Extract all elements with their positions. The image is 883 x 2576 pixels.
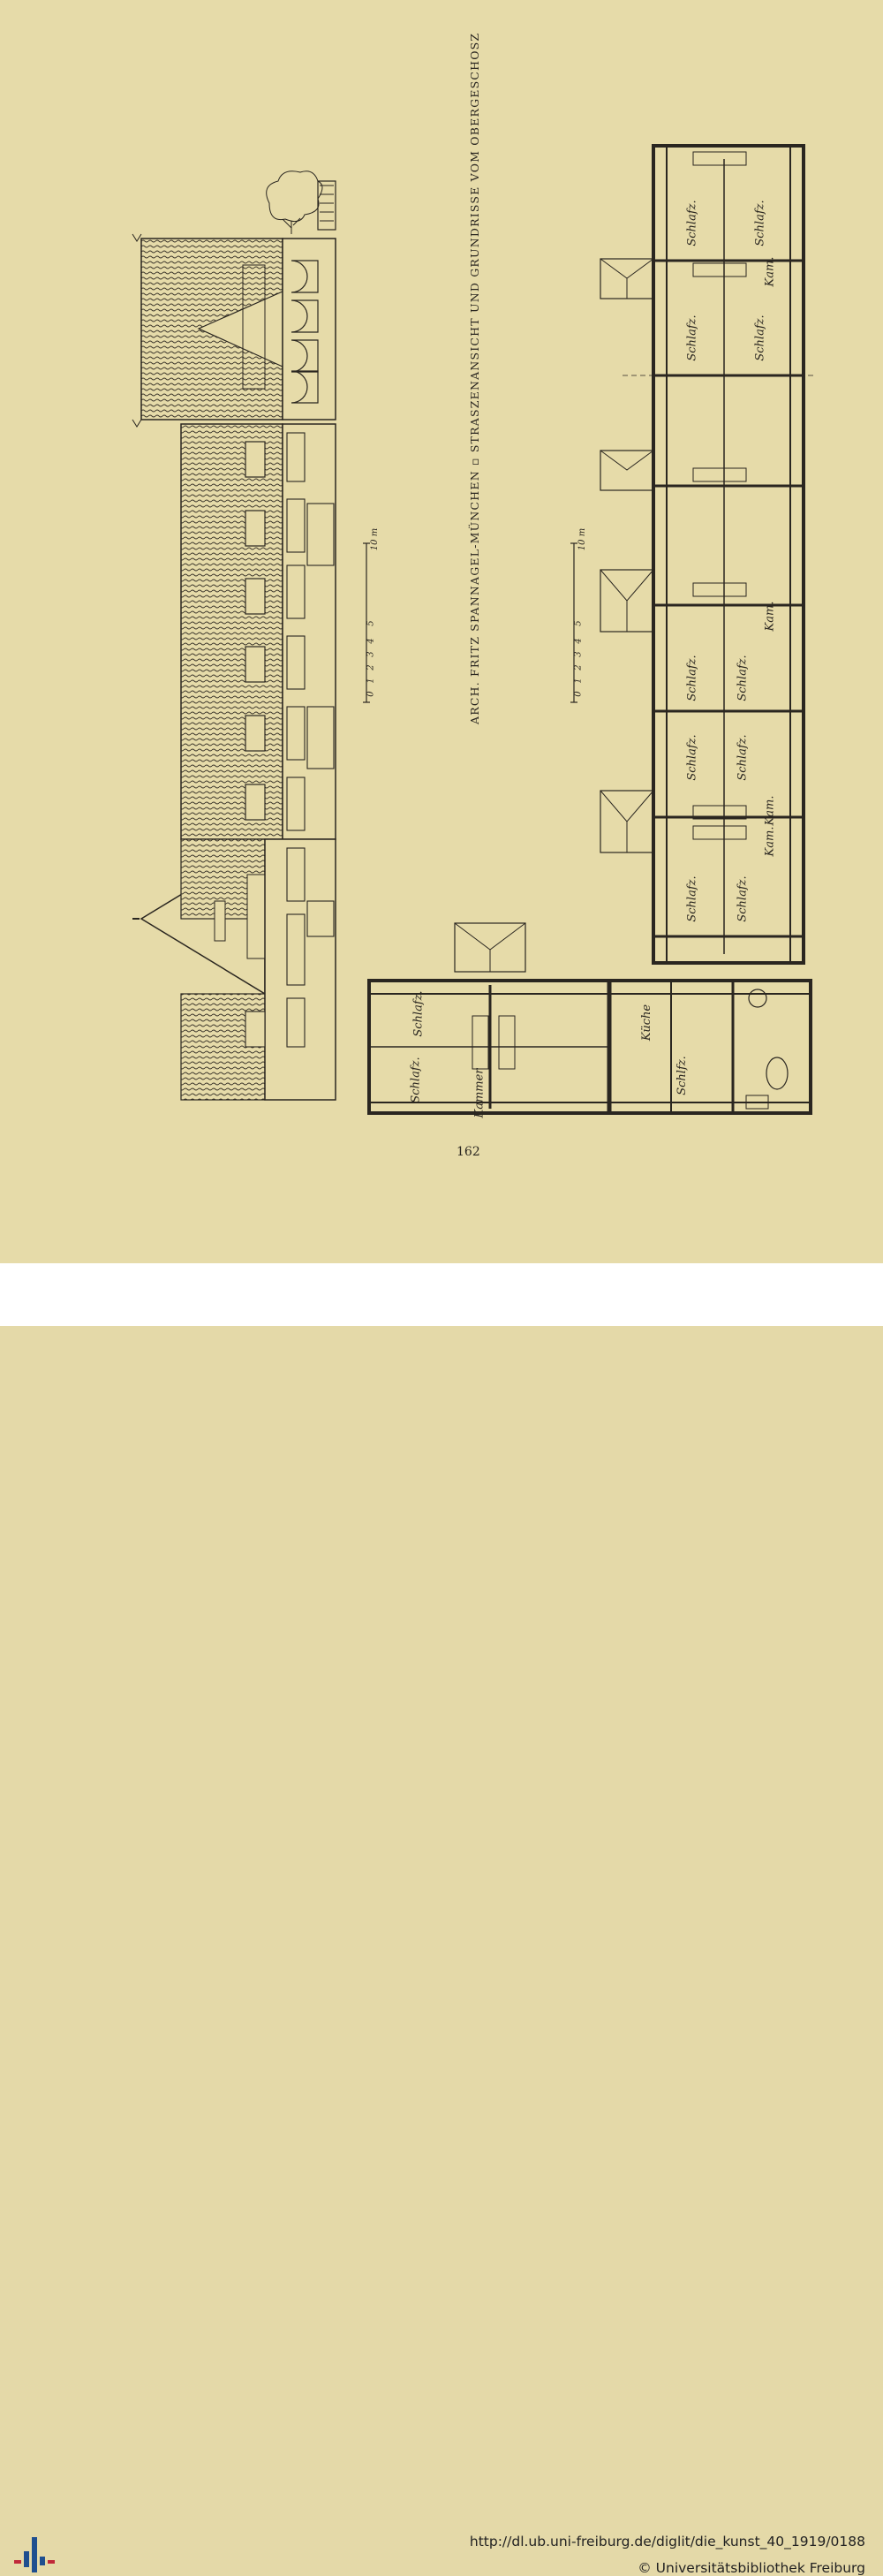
copyright-notice: © Universitätsbibliothek Freiburg xyxy=(638,2560,865,2576)
room-label: Schlafz. xyxy=(685,734,699,781)
room-label: Kammer xyxy=(472,1068,487,1118)
scale-tick: 4 xyxy=(573,638,584,644)
room-label: Kam. xyxy=(763,256,777,287)
scale-tick: 1 xyxy=(366,678,376,684)
scale-tick: 3 xyxy=(366,651,376,657)
room-label: Schlafz. xyxy=(736,655,750,701)
room-label: Schlafz. xyxy=(736,734,750,781)
upper-floor-plan-drawing xyxy=(367,144,817,1115)
document-url[interactable]: http://dl.ub.uni-freiburg.de/diglit/die_… xyxy=(469,2534,865,2549)
room-label: Küche xyxy=(640,1004,654,1042)
room-label: Schlafz. xyxy=(753,314,767,361)
plan-scale-bar xyxy=(570,542,577,703)
scale-tick: 0 xyxy=(573,691,584,697)
scale-tick: 2 xyxy=(366,664,376,671)
scale-tick: 5 xyxy=(366,620,376,626)
room-label: Kam. xyxy=(763,795,777,826)
scale-tick: 4 xyxy=(366,638,376,644)
footer-bar: http://dl.ub.uni-freiburg.de/diglit/die_… xyxy=(0,1263,883,2576)
scale-tick: 1 xyxy=(573,678,584,684)
scale-tick: 0 xyxy=(366,691,376,697)
room-label: Schlafz. xyxy=(685,875,699,922)
scale-tick: 3 xyxy=(573,651,584,657)
library-logo-icon xyxy=(14,2537,55,2572)
elevation-scale-bar xyxy=(363,542,370,703)
scale-tick: 2 xyxy=(573,664,584,671)
room-label: Schlafz. xyxy=(685,655,699,701)
room-label: Kam. xyxy=(763,601,777,632)
scale-end-label: 10 m xyxy=(577,527,588,551)
room-label: Schlafz. xyxy=(736,875,750,922)
street-elevation-drawing xyxy=(132,170,370,1101)
tree-illustration xyxy=(266,170,323,234)
room-label: Schlafz. xyxy=(685,200,699,246)
room-label: Schlafz. xyxy=(753,200,767,246)
room-label: Schlfz. xyxy=(675,1056,689,1095)
room-label: Schlafz. xyxy=(409,1057,423,1103)
figure-caption: ARCH. FRITZ SPANNAGEL-MÜNCHEN ▫ STRASZEN… xyxy=(468,32,481,724)
page-number: 162 xyxy=(457,1145,480,1159)
room-label: Kam. xyxy=(763,826,777,857)
scanned-page: Schlafz. Schlafz. Schlafz. Schlafz. Schl… xyxy=(0,0,883,1263)
room-label: Schlafz. xyxy=(411,990,426,1037)
room-label: Schlafz. xyxy=(685,314,699,361)
scale-end-label: 10 m xyxy=(370,527,381,551)
scale-tick: 5 xyxy=(573,620,584,626)
